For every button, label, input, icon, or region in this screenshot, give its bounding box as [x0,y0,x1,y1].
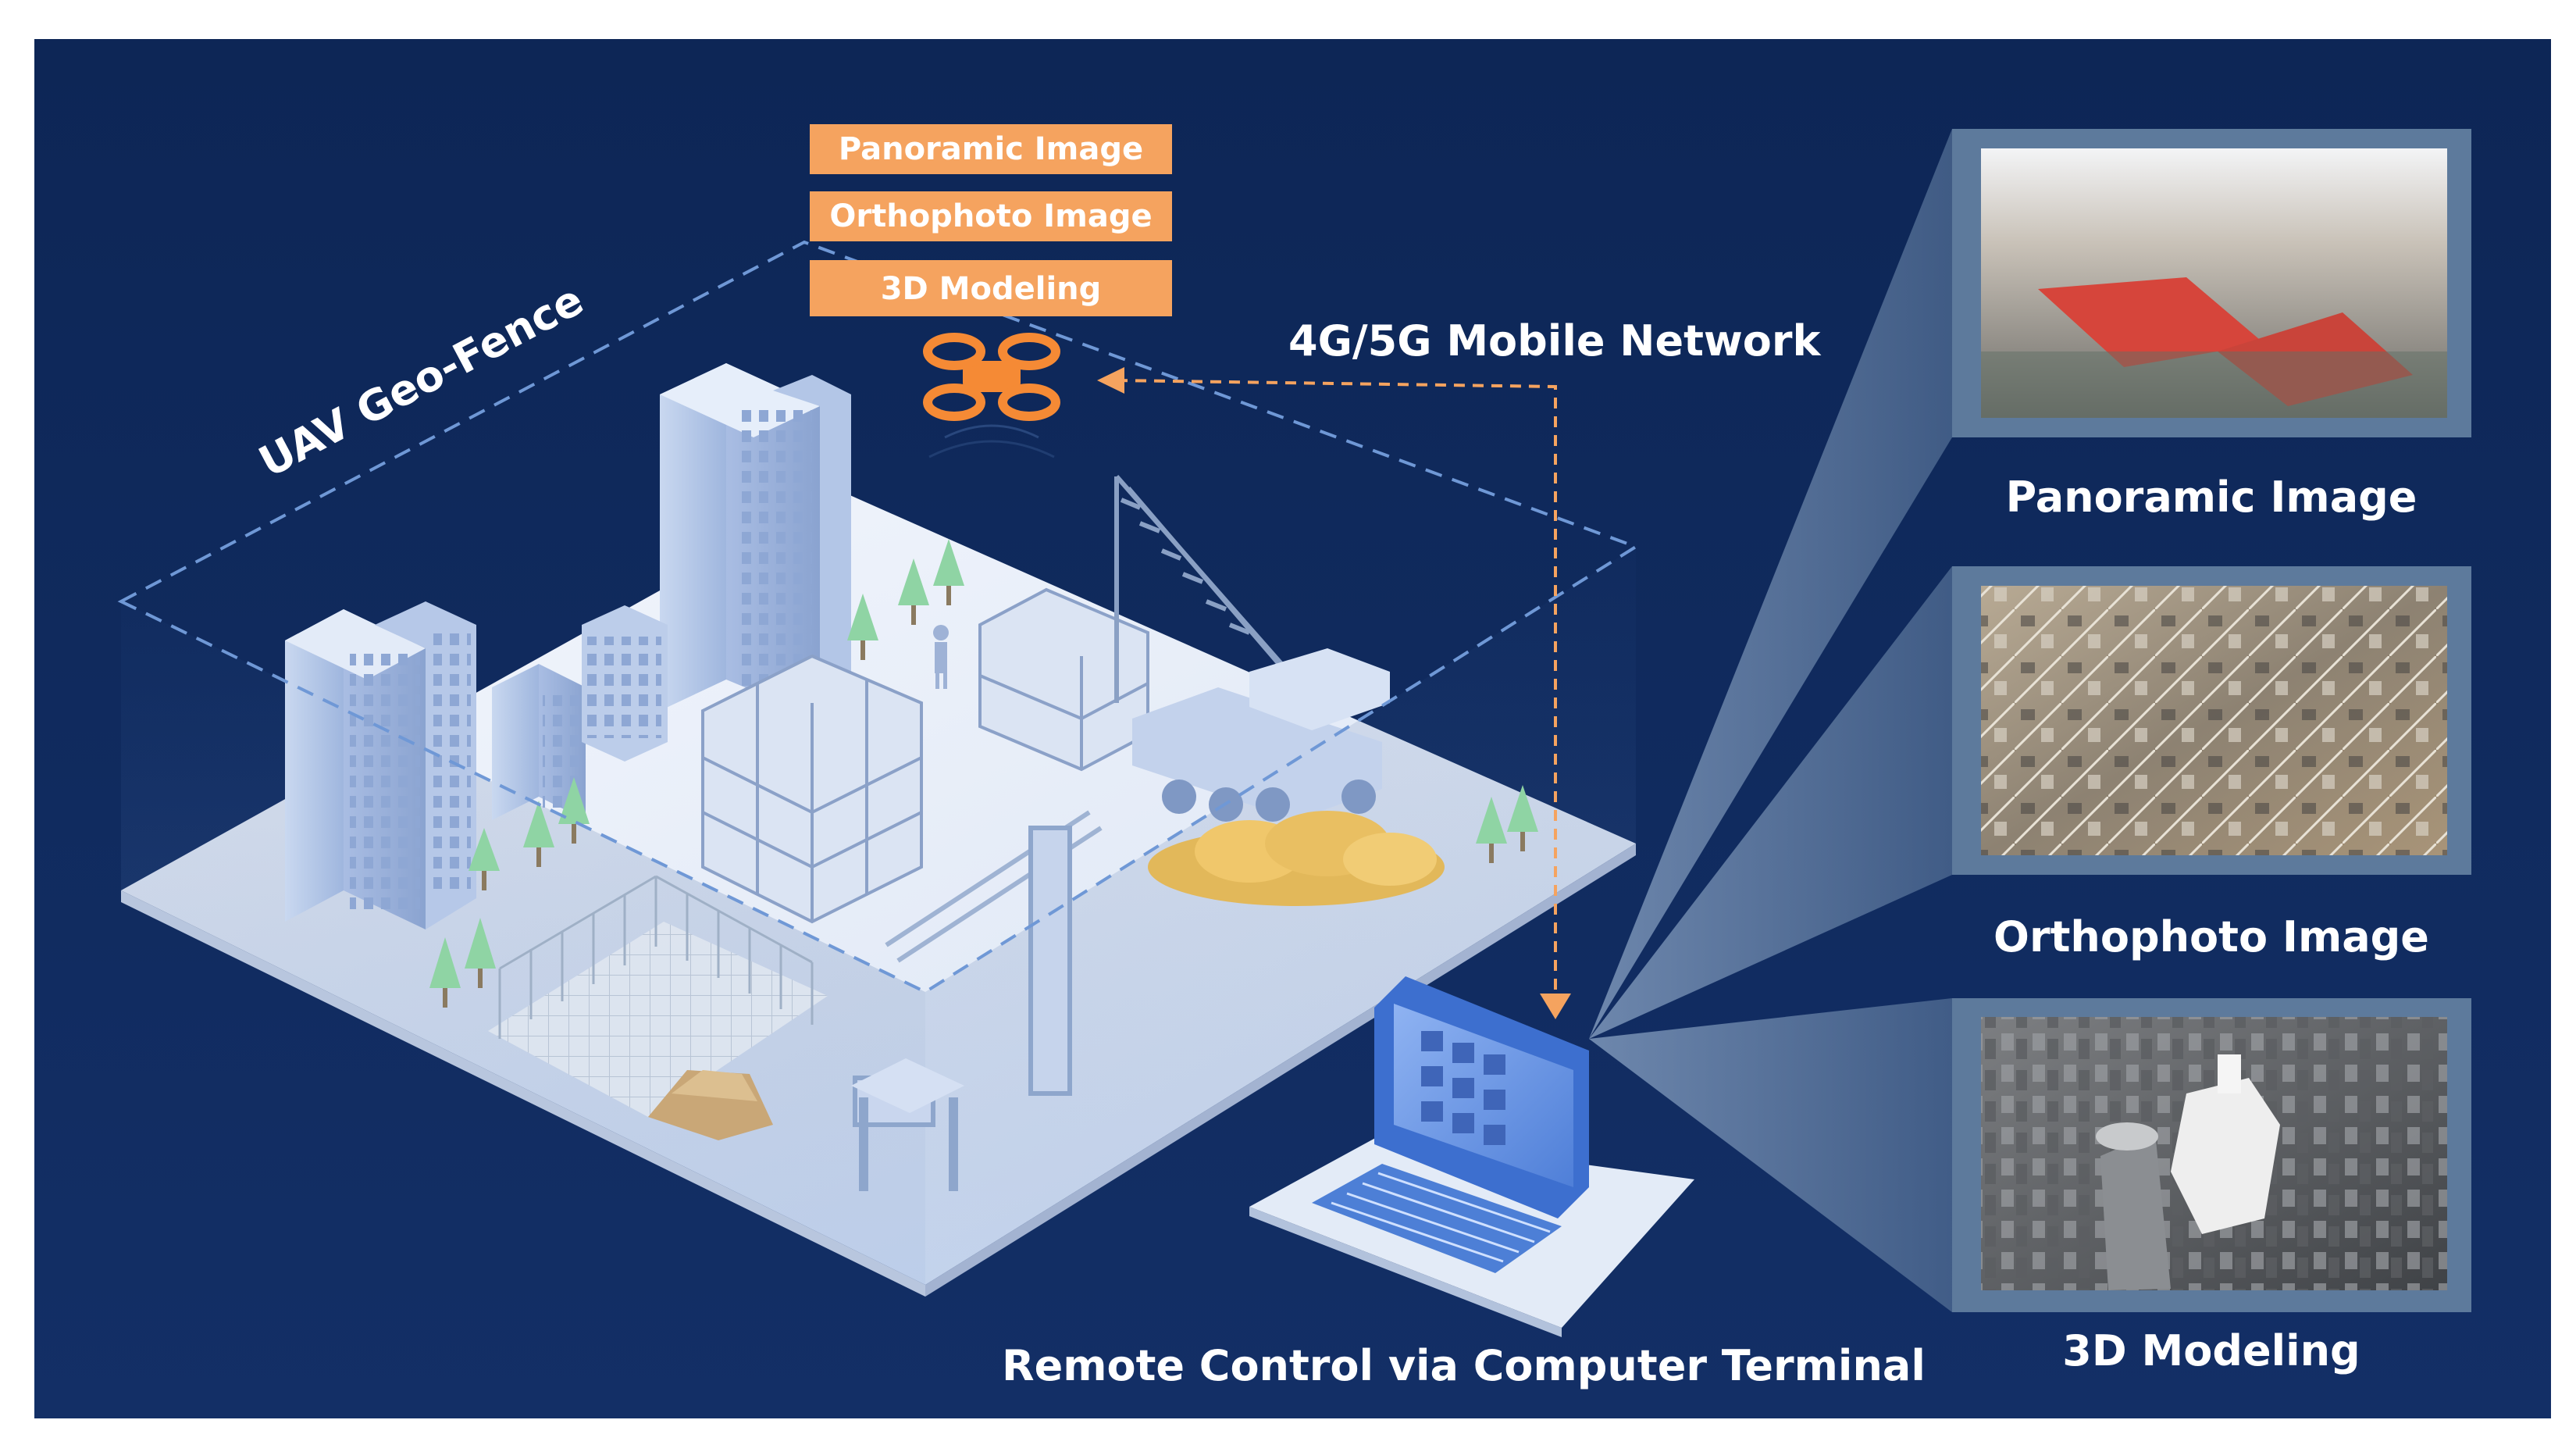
result-panel-orthophoto [1952,566,2471,875]
brick-stack [648,1070,773,1140]
remote-control-label: Remote Control via Computer Terminal [1002,1341,1926,1390]
output-box-panoramic [810,124,1172,174]
sand-pile [1148,811,1445,906]
network-arrowhead-terminal [1540,994,1571,1019]
output-box-3d-modeling-label: 3D Modeling [881,271,1102,307]
building-small-left [492,605,668,820]
network-connection-arrow [1116,379,1557,996]
output-box-orthophoto [810,191,1172,241]
building-center-tower [660,363,851,719]
paved-grid-area [488,875,828,1117]
building-under-construction [701,587,1149,924]
network-label: 4G/5G Mobile Network [1288,316,1821,366]
crane-icon [1114,475,1295,703]
drone-icon [923,333,1060,458]
geo-fence-outline [117,240,1640,994]
output-box-panoramic-label: Panoramic Image [839,131,1143,167]
computer-terminal-icon [1249,976,1694,1337]
building-left-tall [285,601,476,929]
trees [429,539,1538,1008]
worker-figure [933,625,949,689]
orthophoto-caption: Orthophoto Image [1993,912,2429,961]
result-beams [1589,129,1952,1312]
drone-output-boxes: Panoramic Image Orthophoto Image 3D Mode… [810,124,1172,316]
panoramic-caption: Panoramic Image [2006,473,2417,522]
result-panel-panoramic [1952,129,2471,437]
3d-modeling-caption: 3D Modeling [2062,1326,2360,1375]
truck-icon [1132,648,1390,822]
result-panel-3d-modeling [1952,998,2471,1312]
site-gate [851,1058,964,1191]
output-box-orthophoto-label: Orthophoto Image [829,198,1152,234]
output-box-3d-modeling [810,260,1172,316]
network-arrowhead-drone [1097,367,1124,394]
